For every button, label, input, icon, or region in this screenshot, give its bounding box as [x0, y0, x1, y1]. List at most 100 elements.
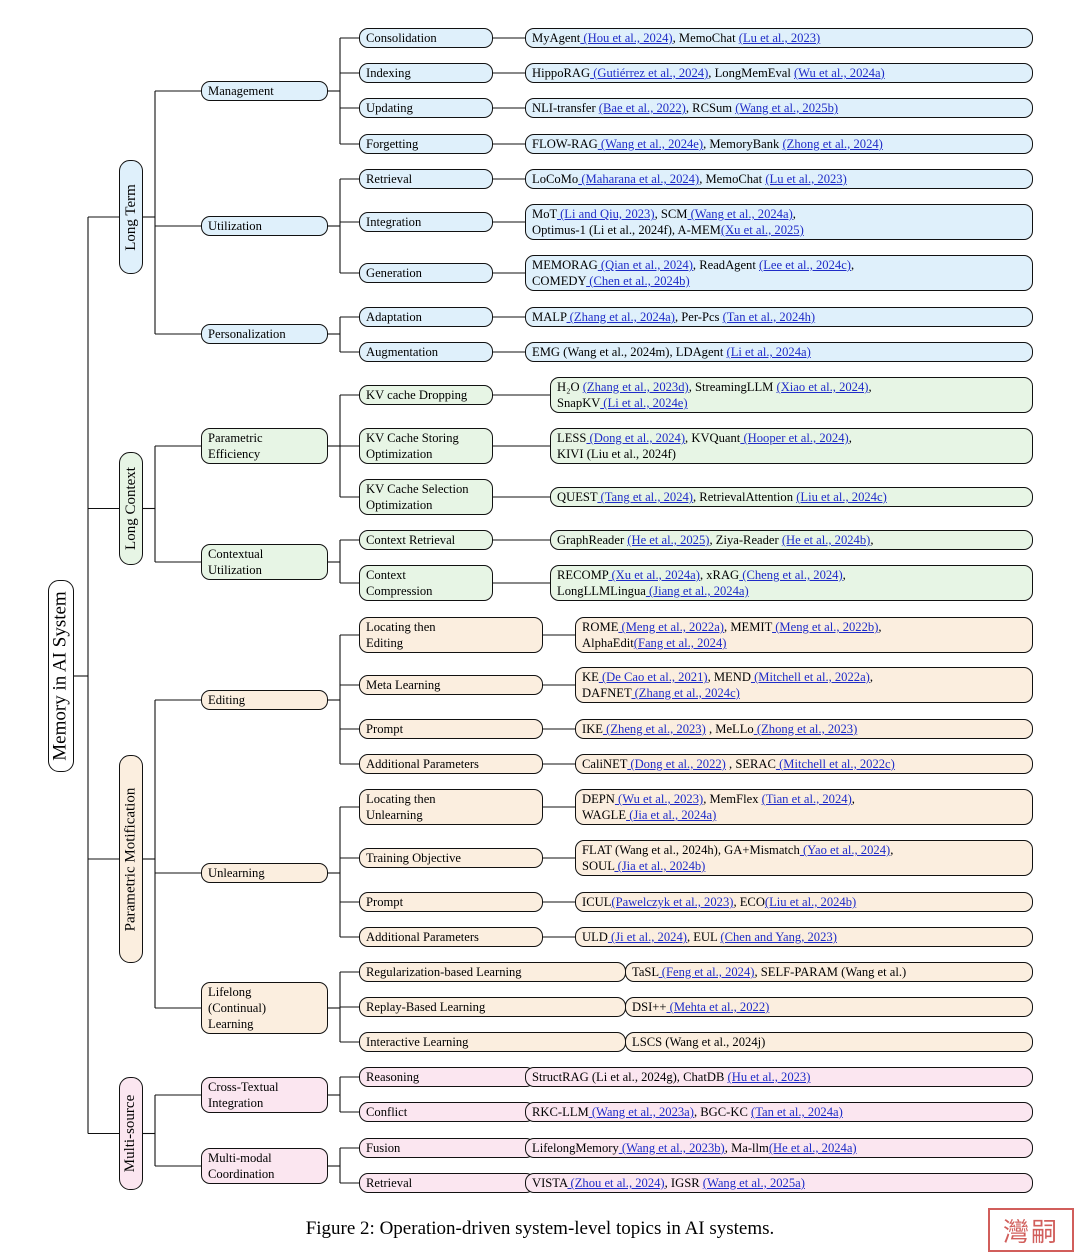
topic-label: Augmentation: [366, 345, 439, 359]
reference-text: StructRAG (Li et al., 2024g), ChatDB (Hu…: [532, 1069, 810, 1085]
citation-link[interactable]: (Pawelczyk et al., 2023): [611, 895, 734, 909]
subcategory-node: Parametric Efficiency: [201, 428, 328, 464]
citation-link[interactable]: (Zhang et al., 2024a): [566, 310, 675, 324]
connector-lines: [74, 37, 626, 1184]
topic-node: KV cache Dropping: [359, 385, 493, 405]
citation-link[interactable]: (Zhang et al., 2023d): [582, 380, 689, 394]
citation-link[interactable]: (Hu et al., 2023): [727, 1070, 811, 1084]
method-name: MALP: [532, 310, 567, 324]
citation-link[interactable]: (Tang et al., 2024): [597, 490, 694, 504]
reference-node: MALP (Zhang et al., 2024a), Per-Pcs (Tan…: [525, 307, 1033, 327]
citation-link[interactable]: (Jia et al., 2024b): [614, 859, 706, 873]
citation-link[interactable]: (Lu et al., 2023): [765, 172, 847, 186]
method-name: VISTA: [532, 1176, 568, 1190]
method-name: , LongMemEval: [708, 66, 794, 80]
reference-node: DSI++ (Mehta et al., 2022): [625, 997, 1033, 1017]
citation-link[interactable]: (Zhong et al., 2023): [753, 722, 858, 736]
group-node: Long Context: [119, 452, 143, 565]
citation-link[interactable]: (He et al., 2025): [627, 533, 710, 547]
citation-link[interactable]: (Wang et al., 2025a): [702, 1176, 805, 1190]
citation-link[interactable]: (Liu et al., 2024b): [764, 895, 857, 909]
group-label: Long Context: [122, 467, 139, 550]
citation-link[interactable]: (Lee et al., 2024c): [759, 258, 851, 272]
method-name: LSCS (Wang et al., 2024j): [632, 1035, 766, 1049]
citation-link[interactable]: (Li and Qiu, 2023): [556, 207, 655, 221]
citation-link[interactable]: (Zhong et al., 2024): [782, 137, 883, 151]
method-name: , KVQuant: [685, 431, 741, 445]
citation-link[interactable]: (Hooper et al., 2024): [740, 431, 849, 445]
citation-link[interactable]: (Xu et al., 2025): [720, 223, 804, 237]
citation-link[interactable]: (He et al., 2024b): [781, 533, 871, 547]
citation-link[interactable]: (Jiang et al., 2024a): [645, 584, 749, 598]
group-node: Parametric Motification: [119, 755, 143, 963]
citation-link[interactable]: (Wu et al., 2024a): [793, 66, 885, 80]
citation-link[interactable]: (Wang et al., 2023a): [588, 1105, 694, 1119]
method-name: , xRAG: [699, 568, 740, 582]
citation-link[interactable]: (Wang et al., 2024a): [687, 207, 793, 221]
reference-text: RECOMP (Xu et al., 2024a), xRAG (Cheng e…: [557, 567, 846, 599]
citation-link[interactable]: (Xu et al., 2024a): [608, 568, 700, 582]
citation-link[interactable]: (Meng et al., 2022a): [618, 620, 725, 634]
citation-link[interactable]: (Qian et al., 2024): [597, 258, 693, 272]
citation-link[interactable]: (Yao et al., 2024): [799, 843, 891, 857]
citation-link[interactable]: (Ji et al., 2024): [607, 930, 687, 944]
method-name: , SELF-PARAM (Wang et al.): [754, 965, 907, 979]
citation-link[interactable]: (Feng et al., 2024): [658, 965, 755, 979]
reference-text: MEMORAG (Qian et al., 2024), ReadAgent (…: [532, 257, 854, 289]
citation-link[interactable]: (Zheng et al., 2023): [602, 722, 706, 736]
citation-link[interactable]: (Cheng et al., 2024): [739, 568, 843, 582]
citation-link[interactable]: (Xiao et al., 2024): [776, 380, 869, 394]
citation-link[interactable]: (He et al., 2024a): [768, 1141, 857, 1155]
citation-link[interactable]: (Zhou et al., 2024): [567, 1176, 665, 1190]
citation-link[interactable]: (Bae et al., 2022): [598, 101, 686, 115]
figure-caption: Figure 2: Operation-driven system-level …: [305, 1218, 775, 1239]
citation-link[interactable]: (Tian et al., 2024): [761, 792, 852, 806]
citation-link[interactable]: (De Cao et al., 2021): [598, 670, 708, 684]
topic-node: Fusion: [359, 1138, 535, 1158]
reference-text: DEPN (Wu et al., 2023), MemFlex (Tian et…: [582, 791, 855, 823]
citation-link[interactable]: (Dong et al., 2024): [586, 431, 686, 445]
topic-node: KV Cache Selection Optimization: [359, 479, 493, 515]
citation-link[interactable]: (Maharana et al., 2024): [578, 172, 700, 186]
citation-link[interactable]: (Fang et al., 2024): [633, 636, 727, 650]
citation-link[interactable]: (Mehta et al., 2022): [666, 1000, 770, 1014]
topic-node: Additional Parameters: [359, 927, 543, 947]
subcategory-label: Utilization: [208, 219, 262, 233]
citation-link[interactable]: (Tan et al., 2024h): [722, 310, 816, 324]
method-name: , MeLLo: [705, 722, 754, 736]
citation-link[interactable]: (Li et al., 2024a): [726, 345, 811, 359]
subcategory-node: Lifelong (Continual) Learning: [201, 982, 328, 1034]
citation-link[interactable]: (Wang et al., 2023b): [618, 1141, 725, 1155]
citation-link[interactable]: (Tan et al., 2024a): [751, 1105, 843, 1119]
topic-label: Meta Learning: [366, 678, 441, 692]
citation-link[interactable]: (Zhang et al., 2024c): [631, 686, 740, 700]
citation-link[interactable]: (Chen et al., 2024b): [586, 274, 690, 288]
citation-link[interactable]: (Wang et al., 2024e): [597, 137, 704, 151]
subcategory-node: Management: [201, 81, 328, 101]
citation-link[interactable]: (Liu et al., 2024c): [796, 490, 887, 504]
citation-link[interactable]: (Gutiérrez et al., 2024): [590, 66, 709, 80]
method-name: , MemFlex: [703, 792, 762, 806]
citation-link[interactable]: (Wu et al., 2023): [614, 792, 704, 806]
citation-link[interactable]: (Wang et al., 2025b): [735, 101, 839, 115]
citation-link[interactable]: (Li et al., 2024e): [600, 396, 688, 410]
citation-link[interactable]: (Chen and Yang, 2023): [720, 930, 837, 944]
topic-label: Locating then Editing: [366, 620, 436, 650]
topic-label: Replay-Based Learning: [366, 1000, 486, 1014]
citation-link[interactable]: (Lu et al., 2023): [738, 31, 821, 45]
topic-label: Adaptation: [366, 310, 422, 324]
reference-text: GraphReader (He et al., 2025), Ziya-Read…: [557, 532, 874, 548]
citation-link[interactable]: (Dong et al., 2022): [627, 757, 726, 771]
reference-node: RECOMP (Xu et al., 2024a), xRAG (Cheng e…: [550, 565, 1033, 601]
citation-link[interactable]: (Hou et al., 2024): [580, 31, 673, 45]
reference-node: FLOW-RAG (Wang et al., 2024e), MemoryBan…: [525, 134, 1033, 154]
citation-link[interactable]: (Meng et al., 2022b): [772, 620, 879, 634]
citation-link[interactable]: (Mitchell et al., 2022a): [750, 670, 870, 684]
citation-link[interactable]: (Jia et al., 2024a): [626, 808, 717, 822]
citation-link[interactable]: (Mitchell et al., 2022c): [775, 757, 895, 771]
topic-node: Context Compression: [359, 565, 493, 601]
topic-node: Updating: [359, 98, 493, 118]
subcategory-node: Cross-Textual Integration: [201, 1077, 328, 1113]
reference-text: CaliNET (Dong et al., 2022) , SERAC (Mit…: [582, 756, 895, 772]
